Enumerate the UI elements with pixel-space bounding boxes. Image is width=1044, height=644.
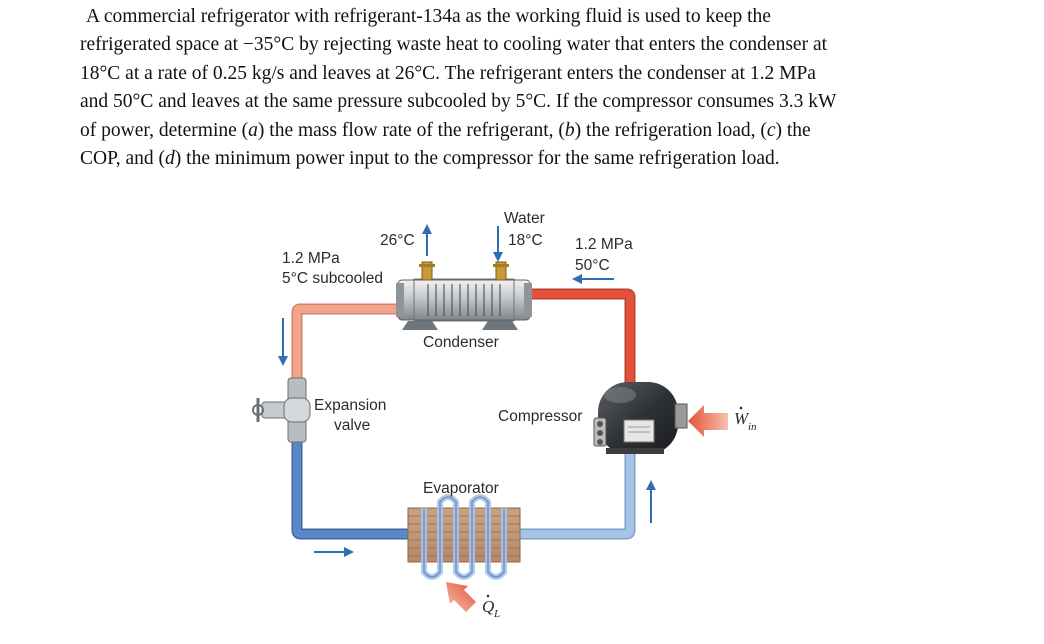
suction-up-arrow — [646, 480, 656, 523]
flow-arrows — [278, 224, 656, 557]
liquid-down-arrow — [278, 318, 288, 366]
work-in-label: W in — [734, 406, 757, 433]
compressor-label: Compressor — [498, 408, 582, 425]
problem-line-1: A commercial refrigerator with refrigera… — [86, 6, 771, 27]
water-in-temp: 18°C — [508, 232, 543, 249]
work-in-subscript: in — [748, 421, 757, 433]
condenser-exit-state: 5°C subcooled — [282, 270, 383, 287]
part-a-label: a — [248, 119, 258, 141]
problem-line-5-text-b: ) the mass flow rate of the refrigerant,… — [257, 119, 565, 141]
evaporator — [407, 494, 521, 580]
water-out-temp: 26°C — [380, 232, 415, 249]
two-phase-pipe — [291, 440, 410, 540]
water-in-arrow — [493, 226, 503, 262]
problem-line-5: of power, determine (a) the mass flow ra… — [80, 117, 980, 145]
problem-line-5-text-c: ) the refrigeration load, ( — [574, 119, 767, 141]
water-out-arrow — [422, 224, 432, 256]
liquid-line-pipe — [291, 303, 410, 382]
piping — [291, 288, 636, 540]
water-label: Water — [504, 210, 545, 227]
problem-line-5-text-d: ) the — [775, 119, 811, 141]
part-d-label: d — [165, 148, 175, 170]
heat-in-arrow — [446, 582, 476, 612]
evaporator-label: Evaporator — [423, 480, 499, 497]
evap-in-arrow — [314, 547, 354, 557]
part-c-label: c — [766, 119, 776, 141]
problem-line-4: and 50°C and leaves at the same pressure… — [80, 91, 837, 113]
heat-in-label: Q L — [482, 594, 500, 620]
expansion-valve-label-1: Expansion — [314, 397, 386, 414]
problem-line-5-text-a: of power, determine ( — [80, 119, 249, 141]
problem-line-2: refrigerated space at −35°C by rejecting… — [80, 34, 828, 56]
heat-in-symbol: Q — [482, 597, 494, 616]
expansion-valve — [252, 377, 311, 443]
heat-in-subscript: L — [493, 608, 500, 620]
work-in-symbol: W — [734, 409, 750, 428]
problem-line-6-text-a: COP, and ( — [80, 148, 166, 170]
suction-pipe — [520, 448, 636, 540]
discharge-pipe — [520, 288, 636, 385]
part-b-label: b — [564, 119, 575, 141]
condenser-inlet-pressure: 1.2 MPa — [575, 236, 633, 253]
problem-line-3: 18°C at a rate of 0.25 kg/s and leaves a… — [80, 62, 816, 84]
problem-line-6: COP, and (d) the minimum power input to … — [80, 145, 980, 173]
condenser-inlet-temp: 50°C — [575, 257, 610, 274]
compressor — [593, 382, 688, 454]
refrigerant-in-arrow — [572, 274, 614, 284]
work-in-arrow — [688, 405, 728, 437]
condenser — [396, 261, 532, 330]
expansion-valve-label-2: valve — [334, 417, 370, 434]
problem-line-6-text-b: ) the minimum power input to the compres… — [174, 148, 780, 170]
problem-statement: A commercial refrigerator with refrigera… — [80, 3, 980, 173]
condenser-exit-pressure: 1.2 MPa — [282, 250, 340, 267]
condenser-label: Condenser — [423, 334, 499, 351]
